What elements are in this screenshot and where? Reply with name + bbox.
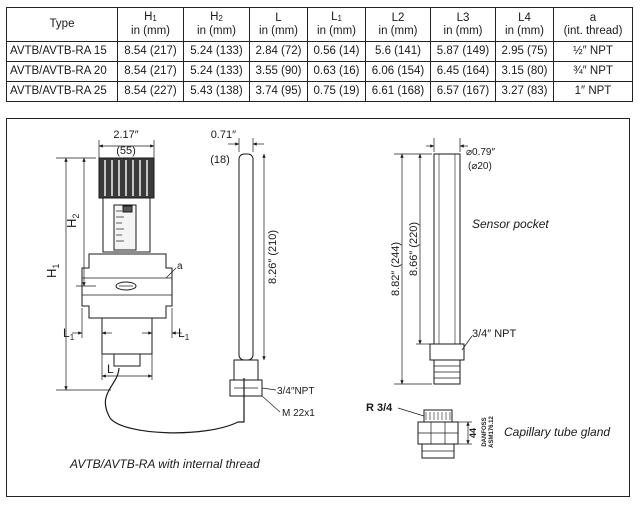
column-header-unit: in (mm) xyxy=(443,24,483,37)
l1-right-label: L1 xyxy=(178,326,190,342)
column-header-name: Type xyxy=(49,18,75,30)
gland-dimension: 44 xyxy=(468,428,478,438)
table-cell: 8.54 (217) xyxy=(117,61,184,82)
column-header-subscript: 1 xyxy=(337,14,342,23)
table-cell: 8.54 (217) xyxy=(117,41,184,62)
column-header: L1 in (mm) xyxy=(307,7,366,42)
table-cell: ½″ NPT xyxy=(553,41,633,62)
gland-marking-1: DANFOSS xyxy=(482,417,488,446)
pocket-npt-label: 3/4″ NPT xyxy=(472,328,517,340)
column-header-subscript: 2 xyxy=(218,14,223,23)
l-label: L xyxy=(107,362,114,376)
h2-label: H2 xyxy=(64,214,81,228)
column-header-unit: (int. thread) xyxy=(563,24,623,37)
table-cell: 3.15 (80) xyxy=(495,61,554,82)
table-cell: 2.84 (72) xyxy=(249,41,308,62)
table-cell: 5.43 (138) xyxy=(183,81,250,102)
column-header-unit: in (mm) xyxy=(505,24,544,37)
capillary-gland-drawing xyxy=(397,407,472,459)
table-cell: 2.95 (75) xyxy=(495,41,554,62)
column-header-name: L xyxy=(275,11,282,24)
type-cell: AVTB/AVTB-RA 20 xyxy=(6,61,118,82)
table-cell: 8.54 (227) xyxy=(117,81,184,102)
valve-width-in: 2.17″ xyxy=(113,129,138,141)
column-header: a(int. thread) xyxy=(553,7,633,42)
table-cell: 0.56 (14) xyxy=(307,41,366,62)
table-cell: 6.45 (164) xyxy=(430,61,496,82)
table-cell: 0.75 (19) xyxy=(307,81,366,102)
table-cell: 5.24 (133) xyxy=(183,61,250,82)
pocket-caption: Sensor pocket xyxy=(472,217,549,231)
gland-caption: Capillary tube gland xyxy=(504,425,610,439)
table-cell: 3.55 (90) xyxy=(249,61,308,82)
column-header-name: H xyxy=(144,11,153,23)
column-header: H1 in (mm) xyxy=(117,7,184,42)
column-header-name: L2 xyxy=(391,11,405,24)
column-header-name: L xyxy=(331,11,338,23)
sensor-dia-mm: (18) xyxy=(210,154,230,166)
valve-drawing xyxy=(56,138,281,434)
table-cell: ¾″ NPT xyxy=(553,61,633,82)
pocket-length-inner: 8.66″ (220) xyxy=(408,222,420,276)
a-label: a xyxy=(177,261,183,272)
table-cell: 5.6 (141) xyxy=(365,41,431,62)
column-header-unit: in (mm) xyxy=(259,24,298,37)
table-cell: 6.06 (154) xyxy=(365,61,431,82)
gland-marking-2: ASM176.12 xyxy=(489,415,495,447)
table-cell: 5.24 (133) xyxy=(183,41,250,62)
sensor-dia-in: 0.71″ xyxy=(211,129,236,141)
m-thread-label: M 22x1 xyxy=(282,408,315,419)
h1-label: H1 xyxy=(44,264,61,278)
type-cell: AVTB/AVTB-RA 25 xyxy=(6,81,118,102)
column-header-unit: in (mm) xyxy=(378,24,418,37)
table-cell: 1″ NPT xyxy=(553,81,633,102)
table-cell: 6.57 (167) xyxy=(430,81,496,102)
sensor-length-label: 8.26″ (210) xyxy=(267,230,279,284)
column-header: H2 in (mm) xyxy=(183,7,250,42)
technical-drawing: 2.17″ (55) 0.71″ (18) H1 H2 L1 L1 L a 8.… xyxy=(44,129,610,471)
gland-thread-label: R 3/4 xyxy=(366,402,393,414)
npt-label: 3/4″NPT xyxy=(277,386,314,397)
pocket-length-outer: 8.82″ (244) xyxy=(390,242,402,296)
pocket-dia-in: ⌀0.79″ xyxy=(466,147,495,158)
column-header-name: a xyxy=(589,11,597,24)
pocket-dia-mm: (⌀20) xyxy=(468,161,492,172)
column-header-subscript: 1 xyxy=(152,14,157,23)
valve-width-mm: (55) xyxy=(116,145,136,157)
drawing-frame xyxy=(6,118,630,497)
column-header-unit: in (mm) xyxy=(197,25,236,37)
column-header-name: L3 xyxy=(456,11,470,24)
l1-left-label: L1 xyxy=(63,326,75,342)
type-cell: AVTB/AVTB-RA 15 xyxy=(6,41,118,62)
table-cell: 6.61 (168) xyxy=(365,81,431,102)
table-cell: 5.87 (149) xyxy=(430,41,496,62)
column-header-unit: in (mm) xyxy=(131,25,170,37)
column-header-unit: in (mm) xyxy=(317,25,356,37)
valve-caption: AVTB/AVTB-RA with internal thread xyxy=(69,457,260,471)
table-cell: 0.63 (16) xyxy=(307,61,366,82)
column-header: Type xyxy=(6,7,118,42)
table-cell: 3.27 (83) xyxy=(495,81,554,102)
column-header-name: H xyxy=(210,11,219,23)
column-header-name: L4 xyxy=(518,11,531,24)
sensor-pocket-drawing xyxy=(394,138,473,385)
table-cell: 3.74 (95) xyxy=(249,81,308,102)
